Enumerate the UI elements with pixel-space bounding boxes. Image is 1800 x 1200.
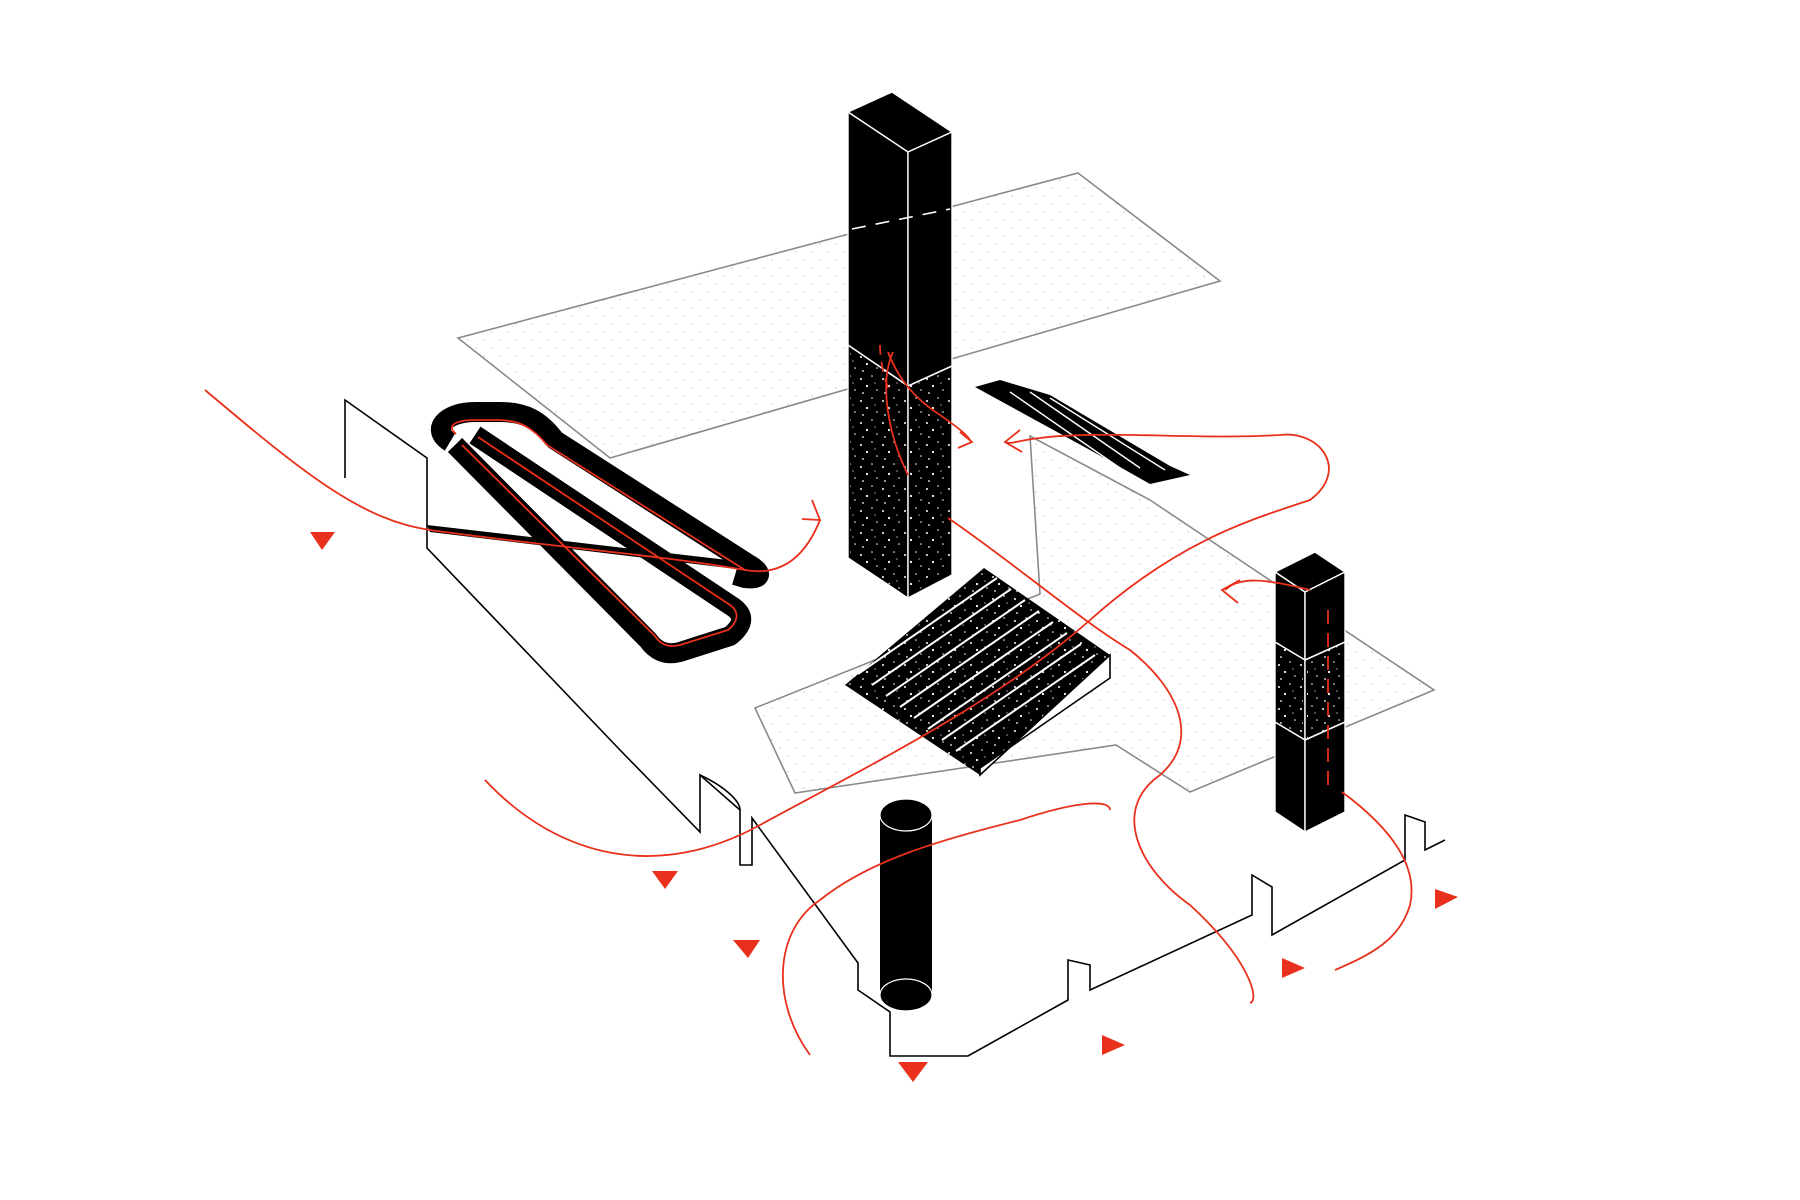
lower-stair [845, 568, 1111, 777]
tall-core-tower [846, 91, 954, 600]
arrow-marker [1282, 958, 1305, 978]
arrow-marker [1102, 1035, 1125, 1055]
arrow-marker [898, 1062, 928, 1082]
short-core-tower [1273, 551, 1347, 834]
arrow-marker [1435, 889, 1458, 909]
direction-arrows [310, 532, 1458, 1082]
upper-stair [975, 380, 1190, 484]
cylinder-column [879, 798, 933, 1012]
ground-section-outline [344, 398, 1446, 1057]
arrow-marker [652, 871, 678, 889]
looped-ramp [427, 402, 769, 664]
upper-floor-plane [456, 172, 1222, 459]
arrow-marker [310, 532, 335, 550]
arrow-marker [733, 940, 760, 958]
circulation-paths [204, 344, 1413, 1056]
